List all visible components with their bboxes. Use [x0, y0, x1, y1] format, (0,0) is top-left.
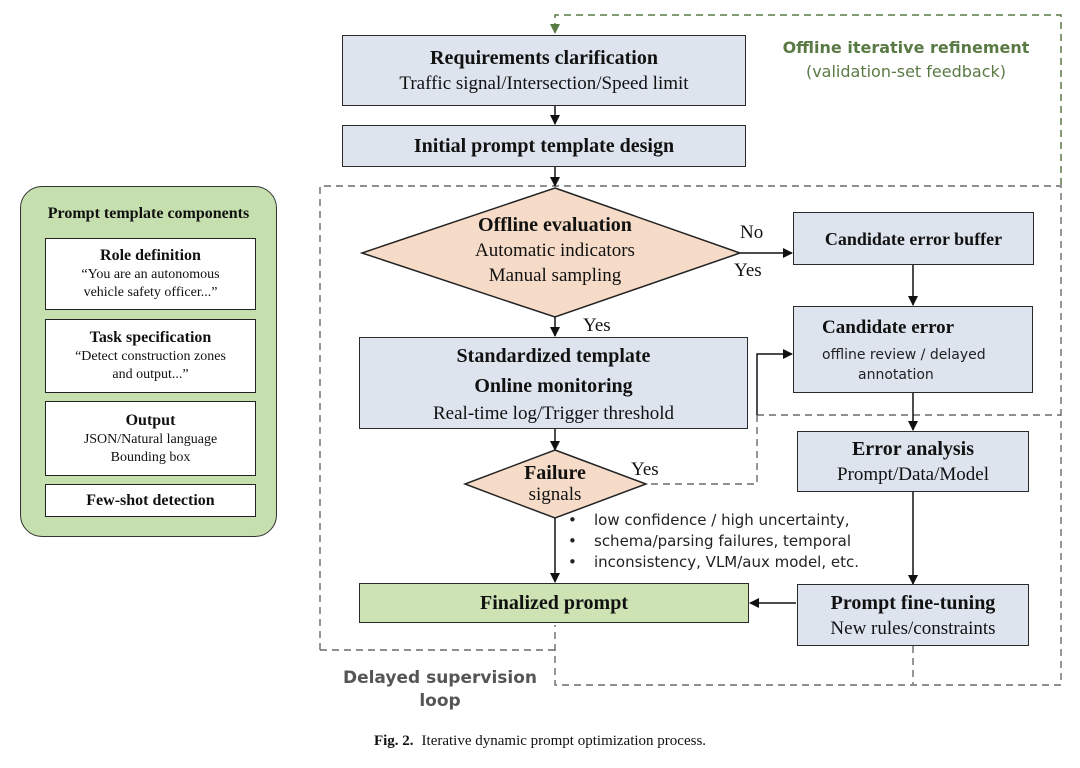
list-item: •low confidence / high uncertainty, [568, 511, 850, 529]
prompt-template-components-panel: Prompt template components Role definiti… [20, 186, 277, 537]
node-title: Failure [524, 462, 586, 484]
component-line: JSON/Natural language [83, 431, 218, 447]
arrow-to-candidate-error [756, 349, 793, 415]
figure-caption: Fig. 2. Iterative dynamic prompt optimiza… [0, 733, 1080, 750]
component-line: “You are an autonomous [81, 267, 220, 282]
initial-prompt-design-box: Initial prompt template design [342, 125, 746, 167]
node-title: Error analysis [851, 438, 975, 460]
component-output: Output JSON/Natural language Bounding bo… [45, 401, 256, 476]
failure-signals-list: •low confidence / high uncertainty, •sch… [568, 510, 859, 573]
panel-title: Prompt template components [47, 205, 250, 222]
node-line: annotation [858, 366, 934, 383]
edge-label-no: No [740, 222, 764, 243]
node-subtitle: Traffic signal/Intersection/Speed limit [399, 73, 689, 94]
list-item: •inconsistency, VLM/aux model, etc. [568, 553, 860, 571]
list-item: •schema/parsing failures, temporal [568, 532, 851, 550]
delayed-supervision-inner [650, 414, 1061, 684]
edge-label-yes-right: Yes [734, 260, 762, 281]
error-analysis-box: Error analysis Prompt/Data/Model [797, 431, 1029, 492]
component-title: Role definition [100, 247, 201, 264]
node-title: Candidate error buffer [824, 228, 1003, 249]
node-subtitle: signals [528, 484, 582, 505]
offline-refinement-label: Offline iterative refinement (validation… [782, 38, 1030, 81]
node-title: Prompt fine-tuning [830, 591, 996, 614]
standardized-template-box: Standardized template Online monitoring … [359, 337, 748, 429]
component-title: Task specification [89, 329, 212, 346]
candidate-error-buffer-box: Candidate error buffer [793, 212, 1034, 265]
component-line: “Detect construction zones [75, 349, 226, 364]
component-role-definition: Role definition “You are an autonomous v… [45, 238, 256, 310]
failure-signals-diamond [462, 449, 649, 519]
component-line: and output...” [112, 367, 189, 382]
requirements-clarification-box: Requirements clarification Traffic signa… [342, 35, 746, 106]
node-line: Manual sampling [488, 265, 622, 286]
node-subtitle: Prompt/Data/Model [837, 464, 989, 485]
caption-text: Iterative dynamic prompt optimization pr… [421, 733, 707, 749]
candidate-error-box: Candidate error offline review / delayed… [793, 306, 1033, 393]
node-subtitle: Real-time log/Trigger threshold [433, 402, 674, 424]
node-line: offline review / delayed [822, 346, 986, 363]
finalized-prompt-box: Finalized prompt [359, 583, 749, 623]
node-title: Finalized prompt [480, 592, 628, 614]
node-title: Candidate error [822, 316, 955, 338]
node-title: Online monitoring [474, 374, 633, 397]
component-line: vehicle safety officer...” [83, 285, 218, 300]
component-task-specification: Task specification “Detect construction … [45, 319, 256, 393]
prompt-fine-tuning-box: Prompt fine-tuning New rules/constraints [797, 584, 1029, 646]
failure-signals-text: Failure signals [495, 462, 615, 506]
component-line: Bounding box [110, 449, 191, 465]
node-title: Standardized template [456, 344, 651, 367]
node-subtitle: New rules/constraints [830, 617, 996, 639]
edge-label-yes-down: Yes [583, 315, 611, 336]
component-title: Output [125, 411, 176, 429]
offline-evaluation-diamond [359, 187, 743, 318]
offline-refinement-region [319, 185, 1062, 686]
delayed-supervision-label: Delayed supervision loop [342, 668, 538, 711]
offline-evaluation-text: Offline evaluation Automatic indicators … [420, 212, 690, 288]
node-title: Initial prompt template design [413, 135, 675, 157]
component-few-shot: Few-shot detection [45, 484, 256, 517]
caption-label: Fig. 2. [373, 733, 414, 749]
edge-label-failure-yes: Yes [631, 459, 659, 480]
node-line: Automatic indicators [475, 240, 635, 261]
offline-refinement-loop [550, 14, 1062, 185]
component-title: Few-shot detection [86, 491, 215, 509]
node-title: Requirements clarification [430, 47, 658, 69]
node-title: Offline evaluation [478, 214, 632, 236]
